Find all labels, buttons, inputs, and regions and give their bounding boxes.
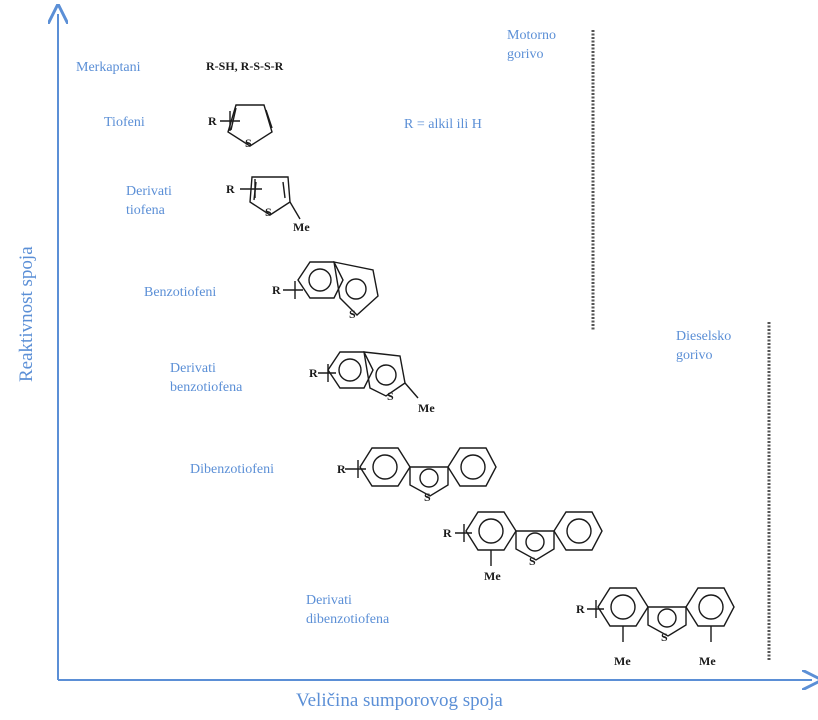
benzothiophene-derivative-structure xyxy=(318,351,419,399)
benzothiophene-derivative-s: S xyxy=(387,389,394,403)
y-axis-title: Reaktivnost spoja xyxy=(16,246,37,382)
thiophene-r: R xyxy=(208,114,217,128)
thiophene-derivative-me: Me xyxy=(293,220,310,234)
dibenzothiophene-derivative-2-r: R xyxy=(576,602,585,616)
dibenzothiophene-derivative-1-s: S xyxy=(529,554,536,568)
thiophene-derivative-r: R xyxy=(226,182,235,196)
thiophene-s: S xyxy=(245,136,252,150)
motor-fuel-label-2: gorivo xyxy=(507,47,544,62)
motor-fuel-label-1: Motorno xyxy=(507,28,556,43)
label-derivati-benzotiofena-2: benzotiofena xyxy=(170,380,243,395)
mercaptan-formula: R-SH, R-S-S-R xyxy=(206,59,284,73)
dibenzothiophene-derivative-2-s: S xyxy=(661,630,668,644)
legend-note: R = alkil ili H xyxy=(404,117,482,132)
dibenzothiophene-s: S xyxy=(424,490,431,504)
thiophene-structure xyxy=(220,104,273,147)
benzothiophene-derivative-me: Me xyxy=(418,401,435,415)
label-derivati-dibenzotiofena-2: dibenzotiofena xyxy=(306,612,390,627)
dibenzothiophene-structure xyxy=(345,447,497,497)
dibenzothiophene-r: R xyxy=(337,462,346,476)
label-merkaptani: Merkaptani xyxy=(76,60,141,75)
diesel-fuel-label-2: gorivo xyxy=(676,348,713,363)
dibenzothiophene-derivative-1-me: Me xyxy=(484,569,501,583)
dibenzothiophene-derivative-structure-1 xyxy=(455,511,603,566)
label-tiofeni: Tiofeni xyxy=(104,115,145,130)
benzothiophene-derivative-r: R xyxy=(309,366,318,380)
benzothiophene-s: S xyxy=(349,307,356,321)
label-benzotiofeni: Benzotiofeni xyxy=(144,285,217,300)
benzothiophene-r: R xyxy=(272,283,281,297)
label-derivati-tiofena-2: tiofena xyxy=(126,203,165,218)
x-axis-title: Veličina sumporovog spoja xyxy=(296,690,503,711)
dibenzothiophene-derivative-2-me-2: Me xyxy=(699,654,716,668)
benzothiophene-structure xyxy=(283,261,379,316)
thiophene-derivative-s: S xyxy=(265,205,272,219)
diesel-fuel-label-1: Dieselsko xyxy=(676,329,732,344)
label-derivati-benzotiofena-1: Derivati xyxy=(170,361,216,376)
dibenzothiophene-derivative-2-me-1: Me xyxy=(614,654,631,668)
label-derivati-dibenzotiofena-1: Derivati xyxy=(306,593,352,608)
dibenzothiophene-derivative-structure-2 xyxy=(587,587,735,642)
dibenzothiophene-derivative-1-r: R xyxy=(443,526,452,540)
thiophene-derivative-structure xyxy=(240,176,301,220)
label-derivati-tiofena-1: Derivati xyxy=(126,184,172,199)
label-dibenzotiofeni: Dibenzotiofeni xyxy=(190,462,274,477)
